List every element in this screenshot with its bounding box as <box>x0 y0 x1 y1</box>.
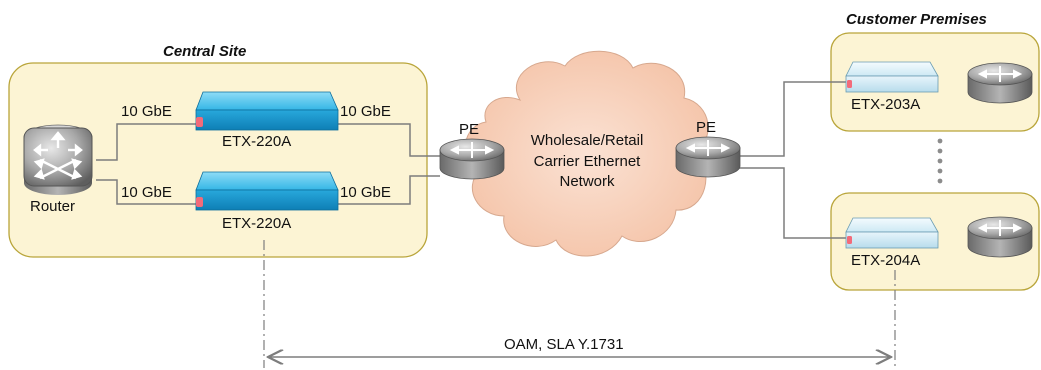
pe-label-left: PE <box>459 121 479 138</box>
port-label-bottom-left: 10 GbE <box>121 184 172 201</box>
device-label-bottom: ETX-220A <box>222 215 291 232</box>
etx-220a-device-bottom <box>195 171 339 211</box>
port-label-top-left: 10 GbE <box>121 103 172 120</box>
etx-204a-device <box>845 217 939 249</box>
cloud-label-line2: Carrier Ethernet <box>534 153 642 170</box>
continuation-dots <box>937 138 943 184</box>
cloud-label-line1: Wholesale/Retail <box>531 132 644 149</box>
port-label-top-right: 10 GbE <box>340 103 391 120</box>
pe-router-left-icon <box>439 138 505 180</box>
etx-203a-device <box>845 61 939 93</box>
port-label-bottom-right: 10 GbE <box>340 184 391 201</box>
connection-lines <box>96 81 846 239</box>
pe-label-right: PE <box>696 119 716 136</box>
device-label-top: ETX-220A <box>222 133 291 150</box>
oam-endpoint-lines <box>263 240 896 368</box>
router-label: Router <box>30 198 75 215</box>
customer-router-top-icon <box>967 62 1033 104</box>
etx-220a-device-top <box>195 91 339 131</box>
central-router-icon <box>23 124 93 195</box>
customer-router-bottom-icon <box>967 216 1033 258</box>
central-site-title: Central Site <box>163 43 246 60</box>
customer-premises-title: Customer Premises <box>846 11 987 28</box>
device-label-etx-203a: ETX-203A <box>851 96 920 113</box>
device-label-etx-204a: ETX-204A <box>851 252 920 269</box>
oam-label: OAM, SLA Y.1731 <box>504 336 624 353</box>
cloud-label-line3: Network <box>559 173 615 190</box>
pe-router-right-icon <box>675 136 741 178</box>
